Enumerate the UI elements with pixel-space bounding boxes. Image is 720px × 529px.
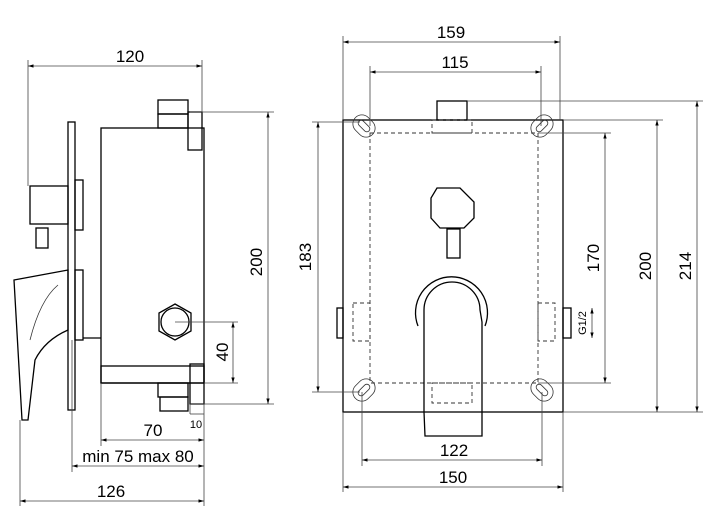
top-connection (157, 99, 203, 151)
dim-122: 122 (440, 441, 468, 460)
dim-200-front: 200 (636, 252, 655, 280)
front-lever (414, 276, 489, 437)
side-view: 120 200 40 70 10 min 75 max 80 126 (13, 47, 274, 506)
dim-214: 214 (676, 252, 695, 280)
dim-150: 150 (439, 468, 467, 487)
thread-label: G1/2 (577, 311, 589, 335)
dim-159: 159 (437, 23, 465, 42)
front-view: 159 115 183 170 200 214 122 150 G1/2 (296, 23, 703, 492)
mount-holes (352, 114, 554, 402)
dim-10: 10 (190, 419, 202, 431)
dim-40: 40 (213, 343, 232, 362)
dim-200-side: 200 (247, 248, 266, 276)
diverter-knob (29, 179, 84, 249)
dim-install-depth: min 75 max 80 (82, 447, 194, 466)
cover-plate (67, 121, 76, 411)
wall-plate (342, 119, 564, 413)
valve-body (100, 127, 205, 384)
dim-170: 170 (584, 244, 603, 272)
dim-70: 70 (144, 421, 163, 440)
dim-126: 126 (97, 482, 125, 501)
front-diverter-knob (430, 187, 475, 259)
lever-handle (13, 269, 69, 421)
dim-120: 120 (116, 47, 144, 66)
dim-115: 115 (441, 53, 468, 72)
dim-183: 183 (296, 243, 315, 271)
